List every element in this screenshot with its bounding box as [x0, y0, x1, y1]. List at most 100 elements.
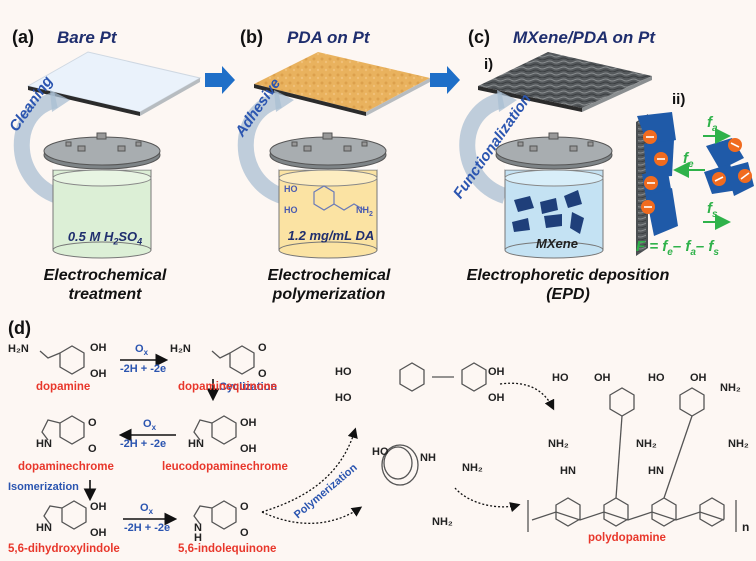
pda-repeat-n: n	[742, 520, 750, 534]
dopaminechrome-o-1: O	[88, 417, 97, 429]
force-equation: F = fe– fa– fs	[636, 238, 719, 258]
trimer-ho: HO	[372, 446, 389, 458]
leuco-oh-1: OH	[240, 417, 257, 429]
dopamine-oh-2: OH	[90, 368, 107, 380]
dopamine-nh2: NH2	[356, 205, 373, 218]
molecule-skeletons	[39, 345, 737, 532]
dopaminequinone-o-2: O	[258, 368, 267, 380]
mxene-pda-plate	[478, 52, 652, 112]
dihydroxyindole-oh-1: OH	[90, 501, 107, 513]
pda-nh2-3: NH₂	[728, 438, 749, 450]
dihydroxyindole-oh-2: OH	[90, 527, 107, 539]
pda-nh2-1: NH₂	[548, 438, 569, 450]
mxene-flakes	[512, 190, 584, 234]
dimer-oh-2: OH	[488, 392, 505, 404]
panel-d-letter: (d)	[8, 318, 31, 338]
polydopamine-structure	[531, 511, 725, 521]
panel-c-subpanel-ii: ii)	[672, 91, 686, 108]
dopamine-h2n: H₂N	[8, 343, 29, 355]
arrow-a-to-b-icon	[205, 66, 235, 94]
force-fs-label: fs	[707, 200, 718, 220]
cyclization-label: Cyclization	[219, 381, 278, 393]
pda-nh2-top: NH₂	[720, 382, 741, 394]
beaker-c	[495, 132, 613, 259]
dimer-oh-1: OH	[488, 366, 505, 378]
polymerization-arrow-down-icon	[261, 506, 363, 524]
dopaminechrome-o-2: O	[88, 443, 97, 455]
indolequinone-o-1: O	[240, 501, 249, 513]
panel-a-letter: (a)	[12, 27, 34, 47]
dopamine-ho-2: HO	[284, 205, 298, 215]
dopamine-ho-1: HO	[284, 184, 298, 194]
dopaminequinone-h2n: H₂N	[170, 343, 191, 355]
force-fe-label: fe	[683, 150, 694, 170]
dopaminechrome-structure	[59, 415, 85, 445]
pda-hn-2: HN	[648, 465, 664, 477]
compound-dopaminequinone: dopaminequinone	[178, 381, 278, 393]
trimer-structure	[381, 444, 419, 486]
compound-dopamine: dopamine	[36, 381, 91, 393]
force-arrows	[673, 128, 731, 230]
compound-dihydroxyindole: 5,6-dihydroxylindole	[8, 543, 120, 555]
compound-dopaminechrome: dopaminechrome	[18, 461, 114, 473]
panel-c-letter: (c)	[468, 27, 490, 47]
pda-nh2-2: NH₂	[636, 438, 657, 450]
indolequinone-o-2: O	[240, 527, 249, 539]
trimer-nh2-bottom: NH₂	[432, 516, 453, 528]
dopamine-oh-1: OH	[90, 342, 107, 354]
deposited-mxene-flakes	[637, 112, 678, 236]
dimer-ho-2: HO	[335, 392, 352, 404]
isomerization-label: Isomerization	[8, 481, 79, 493]
pda-hn-1: HN	[560, 465, 576, 477]
redox-label-1: -2H + -2e	[120, 363, 167, 375]
redox-label-3: -2H + -2e	[124, 522, 171, 534]
cycle-arrow-a-icon	[13, 92, 62, 204]
ox-label-3: Ox	[140, 502, 154, 517]
trimer-to-polymer-arrow-icon	[454, 487, 521, 513]
ox-label-2: Ox	[143, 418, 157, 433]
panel-c-subpanel-i: i)	[484, 56, 494, 73]
pda-ho-1: HO	[552, 372, 569, 384]
beaker-a	[43, 132, 161, 259]
compound-polydopamine: polydopamine	[588, 532, 666, 544]
trimer-nh2: NH₂	[462, 462, 483, 474]
arrow-b-to-c-icon	[430, 66, 460, 94]
panel-b-title: PDA on Pt	[287, 28, 370, 47]
caption-c: Electrophoretic deposition(EPD)	[466, 267, 670, 303]
free-mxene-cluster	[704, 138, 754, 196]
compound-leucodopaminechrome: leucodopaminechrome	[162, 461, 288, 473]
panel-c-title: MXene/PDA on Pt	[513, 28, 655, 47]
dopaminechrome-hn: HN	[36, 438, 52, 450]
compound-indolequinone: 5,6-indolequinone	[178, 543, 277, 555]
indolequinone-structure	[211, 500, 237, 530]
cycle-arrow-b-icon	[237, 92, 286, 204]
dopamine-structure	[59, 345, 85, 375]
polymerization-arrow-up-icon	[261, 427, 358, 513]
solution-b-label: 1.2 mg/mL DA	[287, 228, 375, 243]
solution-c-label: MXene	[536, 236, 578, 251]
pda-oh-1: OH	[594, 372, 611, 384]
indolequinone-n: N	[194, 522, 202, 534]
indolequinone-h: H	[194, 532, 202, 544]
dihydroxyindole-structure	[61, 500, 87, 530]
dihydroxyindole-hn: HN	[36, 522, 52, 534]
solution-a-label: 0.5 M H2SO4	[67, 229, 143, 247]
panel-a-title: Bare Pt	[57, 28, 117, 47]
beaker-b	[269, 132, 387, 259]
ox-label-1: Ox	[135, 343, 149, 358]
dimer-ho-1: HO	[335, 366, 352, 378]
dimer-structure	[399, 362, 425, 392]
trimer-nh: NH	[420, 452, 436, 464]
panel-b-letter: (b)	[240, 27, 263, 47]
dimer-to-polymer-arrow-icon	[499, 382, 555, 411]
pda-ho-2: HO	[648, 372, 665, 384]
dopaminequinone-o-1: O	[258, 342, 267, 354]
leucodopaminechrome-structure	[211, 415, 237, 445]
cycle-arrow-c-icon	[459, 92, 508, 204]
pda-oh-2: OH	[690, 372, 707, 384]
pda-plate	[254, 52, 430, 116]
force-fa-label: fa	[707, 114, 718, 134]
